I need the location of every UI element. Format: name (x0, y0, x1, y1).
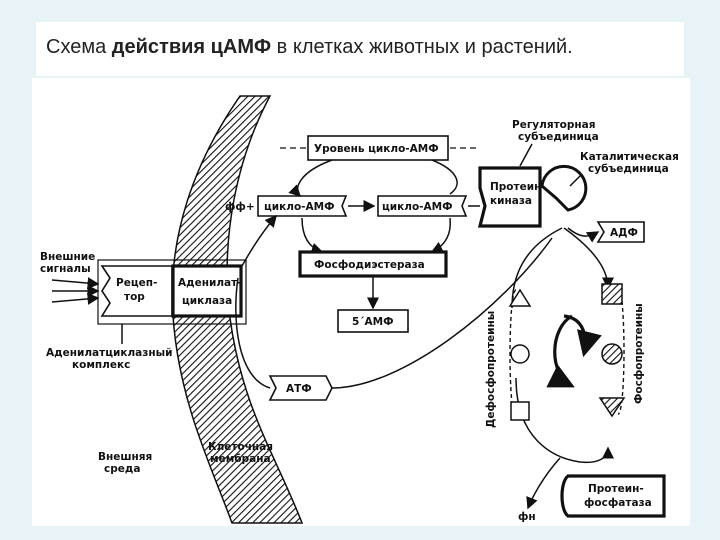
phosphodiesterase-label: Фосфодиэстераза (314, 259, 425, 271)
protein-kinase-label-2: киназа (490, 195, 532, 207)
cell-membrane-label-1: Клеточная (208, 441, 273, 453)
camp-to-pde-arc (301, 217, 324, 255)
camp-diagram: Рецеп- тор Аденилат- циклаза Внешние сиг… (32, 78, 690, 526)
kinase-right-branch (563, 227, 614, 290)
regulatory-pointer (519, 143, 533, 167)
dephospho-circle (510, 344, 530, 364)
catalytic-subunit-shape (540, 164, 588, 212)
camp-level-label: Уровень цикло-АМФ (314, 143, 439, 155)
amp5-box (337, 309, 409, 333)
catalytic-subunit-label-1: Каталитическая (580, 151, 679, 163)
title-prefix: Схема (46, 36, 112, 58)
fn-label: фн (518, 511, 536, 523)
signal-arrow-3 (51, 292, 100, 305)
camp-left-label: цикло-АМФ (264, 201, 335, 213)
cell-membrane-band (171, 95, 304, 524)
phospho-circle (601, 343, 623, 365)
camp-right-box (377, 195, 468, 217)
atp-to-cyclase-curve (235, 277, 271, 389)
title-suffix: в клетках животных и растений. (271, 36, 573, 58)
camp-right-to-pde-arc (430, 217, 452, 253)
receptor-label-1: Рецеп- (116, 277, 157, 289)
atp-to-kinase-curve (331, 237, 553, 389)
phospho-bracket (617, 287, 625, 415)
cyclase-to-camp-arrow (241, 214, 277, 267)
amp5-label: 5´АМФ (352, 316, 394, 328)
external-medium-label-2: среда (104, 463, 140, 475)
reversible-arrow-right (563, 314, 602, 358)
external-medium-label-1: Внешняя (98, 451, 152, 463)
protein-phosphatase-label-2: фосфатаза (584, 497, 652, 509)
external-signals-label-1: Внешние (40, 251, 95, 263)
adenylate-complex-label-1: Аденилатциклазный (46, 347, 172, 359)
dephospho-triangle (508, 288, 532, 307)
adf-label: АДФ (610, 227, 638, 239)
atp-label: АТФ (286, 383, 312, 395)
catalytic-subunit-label-2: субъединица (588, 163, 669, 175)
cell-membrane-label-2: мембрана (210, 453, 271, 465)
regulatory-subunit-label-2: субъединица (518, 131, 599, 143)
dephosphoproteins-label: Дефосфопротеины (485, 311, 497, 428)
title-bold: действия цАМФ (111, 36, 272, 58)
protein-kinase-box (477, 166, 542, 228)
camp-right-label: цикло-АМФ (382, 201, 453, 213)
camp-left-box (257, 195, 348, 217)
catalytic-pointer (569, 173, 583, 187)
diagram-svg: Рецеп- тор Аденилат- циклаза Внешние сиг… (40, 95, 679, 524)
atp-box (268, 375, 333, 401)
dephospho-square (510, 401, 530, 421)
signal-arrow-1 (51, 277, 100, 290)
protein-kinase-label-1: Протеин- (490, 181, 546, 193)
phospho-square (601, 283, 623, 305)
protein-phosphatase-box (560, 474, 666, 518)
camp-level-box (307, 135, 449, 161)
regulatory-subunit-label-1: Регуляторная (512, 119, 595, 131)
adf-box (596, 221, 645, 243)
kinase-to-adf-arrow (567, 227, 600, 243)
receptor-label-2: тор (124, 291, 145, 303)
cycle-bottom-arc (515, 377, 614, 464)
adenylate-complex-label-2: комплекс (72, 359, 130, 371)
slide-title: Схема действия цАМФ в клетках животных и… (36, 22, 684, 76)
phosphoproteins-label: Фосфопротеины (633, 303, 645, 404)
adenylate-cyclase-label-1: Аденилат- (178, 277, 242, 289)
ff-plus-label: фф+ (225, 201, 255, 213)
adenylate-cyclase-label-2: циклаза (182, 295, 232, 307)
dephospho-bracket (509, 289, 517, 419)
reversible-arrow-left (546, 314, 575, 388)
external-signals-label-2: сигналы (40, 263, 91, 275)
adenylate-cyclase-box (171, 264, 243, 318)
phospho-triangle (598, 397, 626, 418)
fn-arrow (526, 457, 561, 510)
protein-phosphatase-label-1: Протеин- (588, 483, 644, 495)
level-right-arc (431, 159, 458, 195)
level-to-camp-arc (288, 159, 333, 198)
